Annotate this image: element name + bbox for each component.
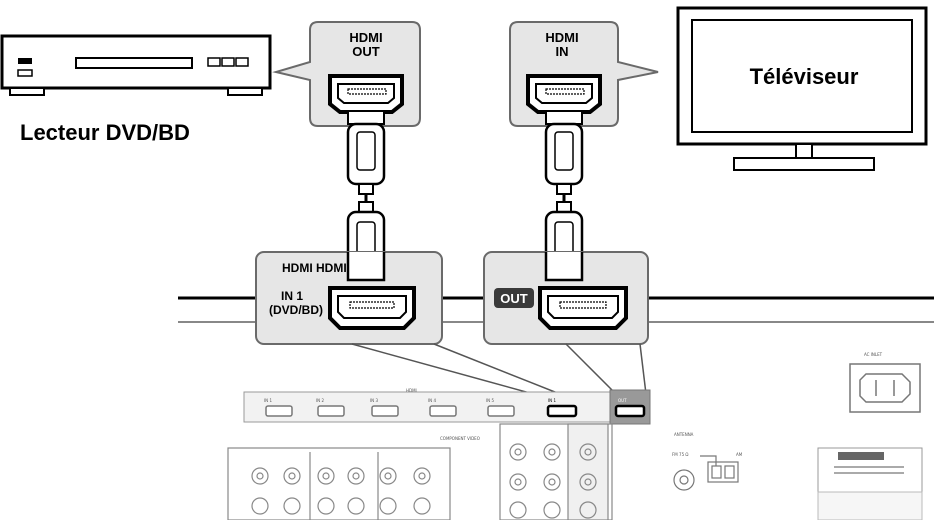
rear-port-label-out: OUT bbox=[618, 398, 627, 403]
ac-inlet-label: AC INLET bbox=[864, 352, 883, 357]
in1-label-line1: IN 1 bbox=[281, 289, 303, 303]
dvd-bd-player bbox=[0, 34, 272, 96]
rear-port-label-5: IN 5 bbox=[486, 398, 494, 403]
rear-port-label-in1: IN 1 bbox=[548, 398, 556, 403]
rear-ac-inlet bbox=[849, 363, 921, 413]
hdmi-in-callout bbox=[509, 21, 659, 127]
out-badge: OUT bbox=[500, 291, 528, 306]
antenna-label: ANTENNA bbox=[674, 432, 694, 437]
television bbox=[676, 6, 928, 171]
source-port-line1: HDMI bbox=[349, 30, 382, 45]
tv-port-line1: HDMI bbox=[545, 30, 578, 45]
rear-hdmi-label: HDMI bbox=[406, 388, 417, 393]
zoom-leader-lines bbox=[351, 343, 647, 399]
rear-antenna-section bbox=[673, 455, 739, 491]
rear-port-label-1: IN 1 bbox=[264, 398, 272, 403]
source-port-line2: OUT bbox=[352, 44, 380, 59]
tv-port-line2: IN bbox=[556, 44, 569, 59]
tv-label: Téléviseur bbox=[750, 64, 859, 89]
fm-label: FM 75 Ω bbox=[672, 452, 688, 457]
receiver-hdmi-in1-zoom bbox=[255, 251, 443, 345]
player-label: Lecteur DVD/BD bbox=[20, 120, 190, 145]
hdmi-cable-player bbox=[346, 112, 386, 281]
rear-port-label-2: IN 2 bbox=[316, 398, 324, 403]
rear-port-label-3: IN 3 bbox=[370, 398, 378, 403]
receiver-hdmi-out-zoom bbox=[483, 251, 649, 345]
receiver-rear-panel bbox=[243, 389, 651, 425]
hdmi-out-callout bbox=[272, 21, 421, 127]
rear-port-label-4: IN 4 bbox=[428, 398, 436, 403]
rear-brand-plate bbox=[817, 447, 923, 520]
in1-label-line2: (DVD/BD) bbox=[269, 303, 323, 317]
rear-audio-video-section bbox=[227, 423, 613, 520]
component-video-label: COMPONENT VIDEO bbox=[440, 436, 480, 441]
receiver-hdmi-header: HDMI HDMI bbox=[282, 261, 347, 275]
am-label: AM bbox=[736, 452, 743, 457]
